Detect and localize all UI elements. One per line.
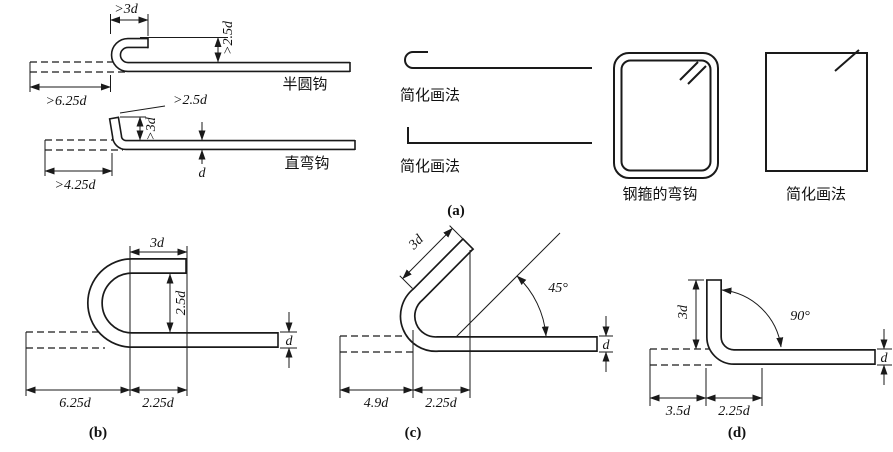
stirrup-hook-tick-2 [687, 65, 707, 85]
dim-straight-tip: >2.5d [173, 93, 208, 108]
stirrup-label: 钢箍的弯钩 [622, 185, 697, 203]
dim-c-bar: d [603, 338, 611, 353]
dim-straight-bar: d [199, 166, 207, 181]
angle-arc-90 [721, 287, 784, 348]
hook-180-detail: 3d 2.5d d 6.25d 2.25d (b) [25, 236, 297, 441]
dim-semi-length: >6.25d [46, 94, 88, 109]
dim-b-gap: 2.5d [174, 290, 189, 316]
simplified-straight-drawing: 简化画法 [400, 127, 592, 175]
dim-b-total: 6.25d [59, 396, 92, 411]
dim-semi-height: >2.5d [221, 20, 236, 55]
dim-d-angle: 90° [790, 309, 810, 324]
simplified-semi-drawing: 简化画法 [400, 51, 592, 104]
stirrup-simplified-drawing: 简化画法 [765, 49, 868, 203]
dim-b-leg: 3d [149, 236, 165, 251]
dim-c-angle: 45° [548, 281, 568, 296]
dim-straight-height: >3d [144, 116, 159, 140]
stirrup-simplified-label: 简化画法 [786, 185, 846, 203]
dim-semi-top: >3d [114, 2, 138, 17]
caption-c: (c) [405, 425, 422, 441]
stirrup-hook-tick-1 [679, 61, 699, 81]
caption-b: (b) [89, 425, 107, 441]
angle-arc [516, 275, 549, 337]
straight-hook-drawing: >3d >2.5d d >4.25d 直弯钩 [44, 93, 356, 193]
stirrup-simplified-tick [834, 49, 860, 72]
dim-d-bar: d [881, 351, 889, 366]
simplified-semi-label: 简化画法 [400, 86, 460, 104]
semicircular-hook-drawing: >3d >2.5d >6.25d 半圆钩 [29, 2, 351, 109]
dim-straight-length: >4.25d [55, 178, 97, 193]
dim-d-hook: 2.25d [718, 404, 751, 419]
dim-b-bar: d [286, 334, 294, 349]
dim-c-hook: 2.25d [425, 396, 458, 411]
dim-c-total: 4.9d [364, 396, 390, 411]
dim-b-hook: 2.25d [142, 396, 175, 411]
stirrup-drawing: 钢箍的弯钩 [613, 52, 719, 203]
angle-ref-line [455, 232, 561, 338]
caption-d: (d) [728, 425, 746, 441]
straight-hook-label: 直弯钩 [284, 154, 329, 172]
simplified-straight-label: 简化画法 [400, 157, 460, 175]
hook-90-detail: 3d 90° d 3.5d 2.25d (d) [649, 279, 892, 441]
dim-d-total: 3.5d [665, 404, 692, 419]
semicircular-hook-label: 半圆钩 [282, 75, 327, 93]
caption-a: (a) [447, 203, 465, 219]
dim-d-leg: 3d [676, 304, 691, 320]
dim-c-leg: 3d [406, 232, 428, 254]
hook-135-detail: 45° 3d d 4.9d 2.25d (c) [339, 225, 613, 441]
